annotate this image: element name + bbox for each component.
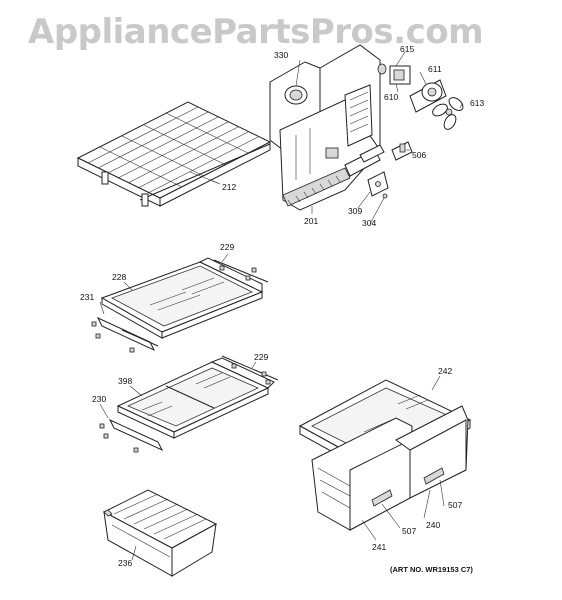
leader-lines: [99, 51, 463, 561]
callout-labels: 330 615 611 610 613 506 212 309 304 201 …: [80, 44, 484, 574]
callout-507-right: 507: [448, 500, 462, 510]
crisper-drawers: [311, 405, 469, 531]
callout-201: 201: [304, 216, 318, 226]
callout-236: 236: [118, 558, 132, 568]
fan-motor-assembly: [377, 63, 464, 161]
callout-611: 611: [428, 64, 442, 74]
callout-506: 506: [412, 150, 426, 160]
glass-shelf-398: [99, 355, 279, 453]
callout-610: 610: [384, 92, 398, 102]
wire-shelf: [76, 101, 272, 207]
callout-330: 330: [274, 50, 288, 60]
callout-507-left: 507: [402, 526, 416, 536]
callout-240: 240: [426, 520, 440, 530]
callout-228: 228: [112, 272, 126, 282]
callout-615: 615: [400, 44, 414, 54]
callout-309: 309: [348, 206, 362, 216]
glass-shelf-228: [91, 257, 269, 353]
callout-230: 230: [92, 394, 106, 404]
callout-398: 398: [118, 376, 132, 386]
air-duct-assembly: [269, 44, 385, 211]
callout-241: 241: [372, 542, 386, 552]
callout-242: 242: [438, 366, 452, 376]
callout-229-upper: 229: [220, 242, 234, 252]
callout-304: 304: [362, 218, 376, 228]
watermark: AppliancePartsPros.com: [28, 12, 484, 52]
callout-231: 231: [80, 292, 94, 302]
callout-212: 212: [222, 182, 236, 192]
snack-pan: [102, 489, 218, 577]
art-number: (ART NO. WR19153 C7): [390, 565, 473, 574]
callout-229-lower: 229: [254, 352, 268, 362]
callout-613: 613: [470, 98, 484, 108]
damper-parts: [367, 171, 389, 199]
